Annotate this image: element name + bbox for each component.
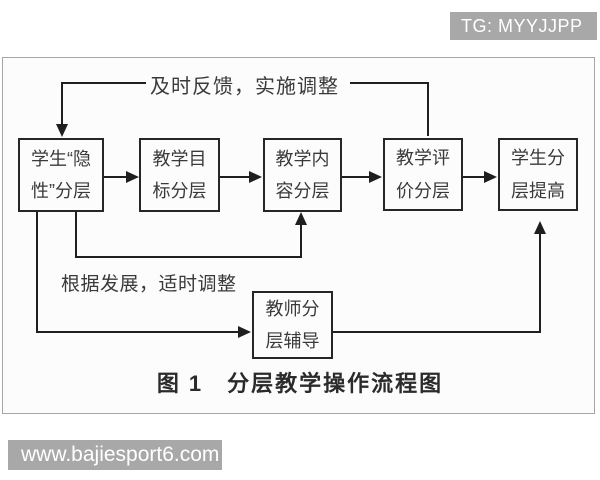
arrow-box6-to-box5 xyxy=(333,221,546,333)
flow-box-student-layered-improvement: 学生分 层提高 xyxy=(498,138,578,211)
website-watermark-text: www.bajiesport6.com xyxy=(21,443,220,466)
figure-caption: 图 1 分层教学操作流程图 xyxy=(156,371,444,396)
flow-box-label: 教学目 标分层 xyxy=(152,148,207,201)
flow-box-teaching-goal-layering: 教学目 标分层 xyxy=(139,138,220,212)
development-loop-to-box3 xyxy=(75,211,307,258)
arrow-down-icon xyxy=(56,124,68,137)
flow-box-teaching-evaluation-layering: 教学评 价分层 xyxy=(383,138,463,211)
arrow-box2-to-box3 xyxy=(220,171,262,183)
arrow-box4-to-box5 xyxy=(463,171,497,183)
arrow-box1-to-box6 xyxy=(36,211,251,338)
feedback-loop-connector xyxy=(56,82,429,137)
flow-box-label: 学生分 层提高 xyxy=(511,148,565,201)
arrow-right-icon xyxy=(249,171,262,183)
arrow-up-icon xyxy=(534,221,546,234)
flow-box-label: 教师分 层辅导 xyxy=(265,298,320,351)
arrow-right-icon xyxy=(369,171,382,183)
flow-box-student-implicit-layering: 学生“隐 性”分层 xyxy=(18,138,104,212)
arrow-right-icon xyxy=(126,171,139,183)
arrow-right-icon xyxy=(238,326,251,338)
website-watermark-bar: www.bajiesport6.com xyxy=(8,440,222,470)
annotation-development-adjustment: 根据发展，适时调整 xyxy=(58,269,240,296)
telegram-watermark-badge: TG: MYYJJPP xyxy=(450,12,597,40)
flow-box-label: 教学评 价分层 xyxy=(396,148,450,201)
flow-box-teacher-layered-tutoring: 教师分 层辅导 xyxy=(252,291,333,359)
arrow-box3-to-box4 xyxy=(342,171,382,183)
arrow-right-icon xyxy=(484,171,497,183)
telegram-watermark-text: TG: MYYJJPP xyxy=(461,15,583,36)
flow-box-label: 教学内 容分层 xyxy=(275,148,330,201)
annotation-timely-feedback: 及时反馈，实施调整 xyxy=(147,70,342,99)
flow-box-label: 学生“隐 性”分层 xyxy=(31,148,91,201)
arrow-box1-to-box2 xyxy=(104,171,139,183)
arrow-up-icon xyxy=(295,212,307,225)
flow-box-teaching-content-layering: 教学内 容分层 xyxy=(263,138,342,212)
